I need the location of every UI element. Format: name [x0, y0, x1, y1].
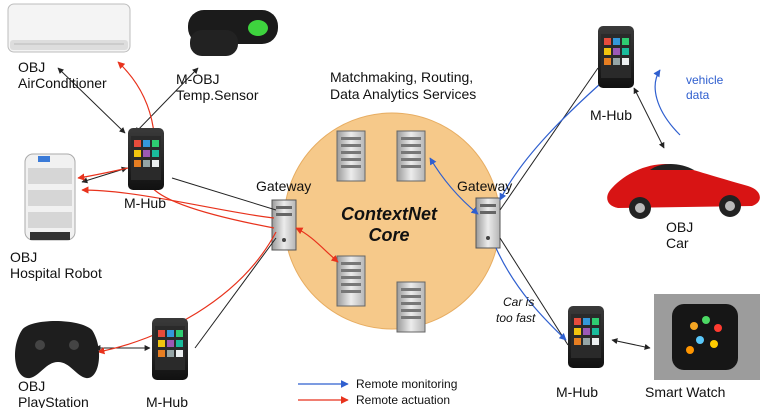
hub-right-bottom-label: M-Hub — [556, 384, 598, 400]
core-title-2: Core — [368, 225, 409, 245]
links — [57, 67, 665, 351]
gateway-right-label: Gateway — [457, 178, 512, 194]
car-fast-label-1: Car is — [503, 295, 534, 309]
phone-icon — [152, 318, 188, 380]
playstation-label-2: PlayStation — [18, 394, 89, 408]
server-icon — [396, 130, 426, 182]
hospital-robot-label-2: Hospital Robot — [10, 265, 102, 281]
air-conditioner-label-2: AirConditioner — [18, 75, 107, 91]
car-icon — [607, 164, 760, 219]
legend-actuation-label: Remote actuation — [356, 393, 450, 407]
hospital-robot-label-1: OBJ — [10, 249, 37, 265]
server-icon — [396, 281, 426, 333]
legend: Remote monitoring Remote actuation — [298, 377, 457, 407]
car-fast-label-2: too fast — [496, 311, 536, 325]
car-label-2: Car — [666, 235, 689, 251]
services-label-1: Matchmaking, Routing, — [330, 69, 473, 85]
temp-sensor-label-2: Temp.Sensor — [176, 87, 259, 103]
air-conditioner-label-1: OBJ — [18, 59, 45, 75]
hub-right-top-label: M-Hub — [590, 107, 632, 123]
hospital-robot-icon — [24, 153, 76, 241]
phone-icon — [598, 26, 634, 88]
services-label-2: Data Analytics Services — [330, 86, 476, 102]
hub-left-bottom-label: M-Hub — [146, 394, 188, 408]
core-title-1: ContextNet — [341, 204, 438, 224]
vehicle-data-label-1: vehicle — [686, 73, 724, 87]
phone-icon — [128, 128, 164, 190]
air-conditioner-icon — [7, 3, 131, 53]
server-icon — [336, 130, 366, 182]
smart-watch-icon — [654, 294, 760, 380]
playstation-label-1: OBJ — [18, 378, 45, 394]
gateway-right-server-icon — [475, 197, 501, 249]
vehicle-data-label-2: data — [686, 88, 710, 102]
monitoring-arrows — [429, 69, 681, 341]
fitness-band-icon — [188, 10, 278, 56]
temp-sensor-label-1: M-OBJ — [176, 71, 220, 87]
gateway-left-label: Gateway — [256, 178, 311, 194]
gateway-left-server-icon — [271, 199, 297, 251]
hub-left-top-label: M-Hub — [124, 195, 166, 211]
gamepad-icon — [15, 321, 100, 379]
phone-icon — [568, 306, 604, 368]
smart-watch-label: Smart Watch — [645, 384, 725, 400]
legend-monitoring-label: Remote monitoring — [356, 377, 457, 391]
server-icon — [336, 255, 366, 307]
car-label-1: OBJ — [666, 219, 693, 235]
